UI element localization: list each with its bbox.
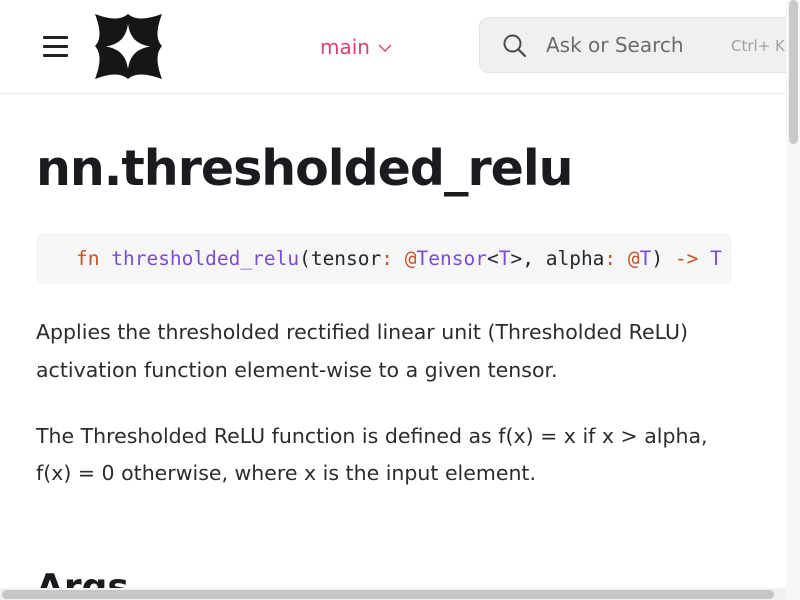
signature-code-block: fn thresholded_relu(tensor: @Tensor<T>, … bbox=[36, 233, 732, 284]
code-colon: : bbox=[604, 247, 617, 270]
logo-icon[interactable] bbox=[93, 12, 164, 81]
horizontal-scrollbar-thumb[interactable] bbox=[2, 590, 774, 599]
code-keyword-fn: fn bbox=[76, 247, 100, 270]
code-generic-t: T bbox=[498, 247, 511, 270]
code-param-alpha: alpha bbox=[545, 247, 605, 270]
search-icon bbox=[503, 34, 527, 58]
branch-selector[interactable]: main bbox=[320, 34, 392, 60]
branch-label: main bbox=[320, 35, 370, 59]
code-type-t: T bbox=[639, 247, 652, 270]
code-arrow: -> bbox=[674, 247, 699, 270]
chevron-down-icon bbox=[378, 44, 392, 52]
code-paren-close: ) bbox=[651, 247, 664, 270]
vertical-scrollbar-thumb[interactable] bbox=[789, 0, 798, 144]
code-type-tensor: Tensor bbox=[416, 247, 487, 270]
search-placeholder: Ask or Search bbox=[546, 33, 684, 57]
code-lt: < bbox=[486, 247, 499, 270]
top-bar: main Ask or Search Ctrl+ K bbox=[0, 0, 800, 94]
code-at: @ bbox=[404, 247, 417, 270]
search-shortcut-hint: Ctrl+ K bbox=[731, 37, 785, 55]
code-at: @ bbox=[627, 247, 640, 270]
code-return-type: T bbox=[710, 247, 722, 270]
code-gt-comma: >, bbox=[510, 247, 546, 270]
page-title: nn.thresholded_relu bbox=[36, 140, 574, 197]
code-param-tensor: tensor bbox=[310, 247, 382, 270]
code-function-name: thresholded_relu bbox=[111, 247, 300, 270]
hamburger-menu-icon[interactable] bbox=[43, 36, 68, 57]
code-colon: : bbox=[381, 247, 394, 270]
vertical-scrollbar-track[interactable] bbox=[786, 0, 800, 600]
code-paren-open: ( bbox=[299, 247, 311, 270]
definition-paragraph: The Thresholded ReLU function is defined… bbox=[36, 424, 708, 485]
description-paragraph: Applies the thresholded rectified linear… bbox=[36, 320, 688, 382]
signature-code-line: fn thresholded_relu(tensor: @Tensor<T>, … bbox=[76, 246, 722, 272]
search-bar[interactable]: Ask or Search Ctrl+ K bbox=[479, 17, 800, 73]
